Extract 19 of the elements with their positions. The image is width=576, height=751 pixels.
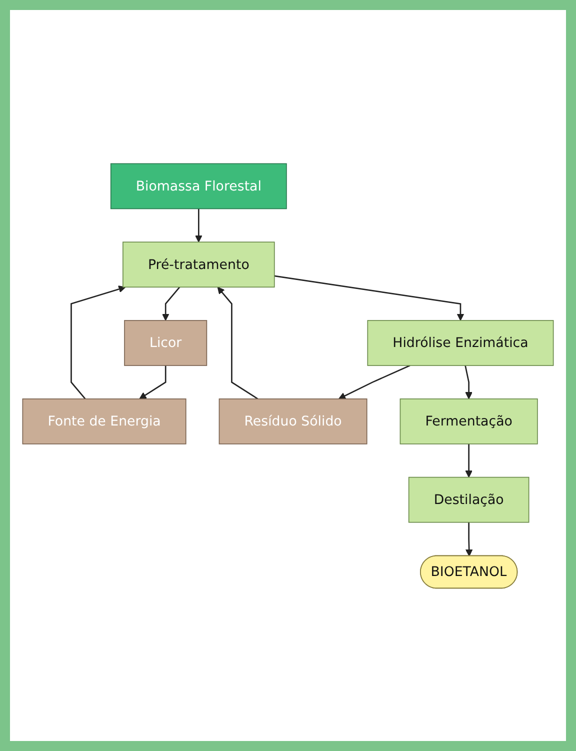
arrow — [217, 286, 258, 399]
process-box: Resíduo Sólido — [218, 398, 368, 444]
process-box: Pré-tratamento — [122, 241, 275, 288]
process-box: Fonte de Energia — [22, 398, 186, 444]
process-box: Destilação — [408, 476, 530, 522]
terminal-node: BIOETANOL — [420, 554, 518, 588]
arrow — [465, 443, 472, 478]
arrow — [139, 365, 166, 399]
arrow — [464, 364, 472, 399]
process-box: Hidrólise Enzimática — [367, 320, 554, 366]
arrow — [465, 522, 473, 556]
arrow — [195, 208, 202, 242]
process-box: Licor — [124, 320, 208, 366]
arrow — [274, 274, 464, 320]
arrow — [162, 286, 180, 320]
arrow — [70, 285, 126, 399]
process-box: Biomassa Florestal — [110, 162, 287, 209]
arrow — [338, 364, 410, 399]
process-box: Fermentação — [400, 398, 538, 444]
